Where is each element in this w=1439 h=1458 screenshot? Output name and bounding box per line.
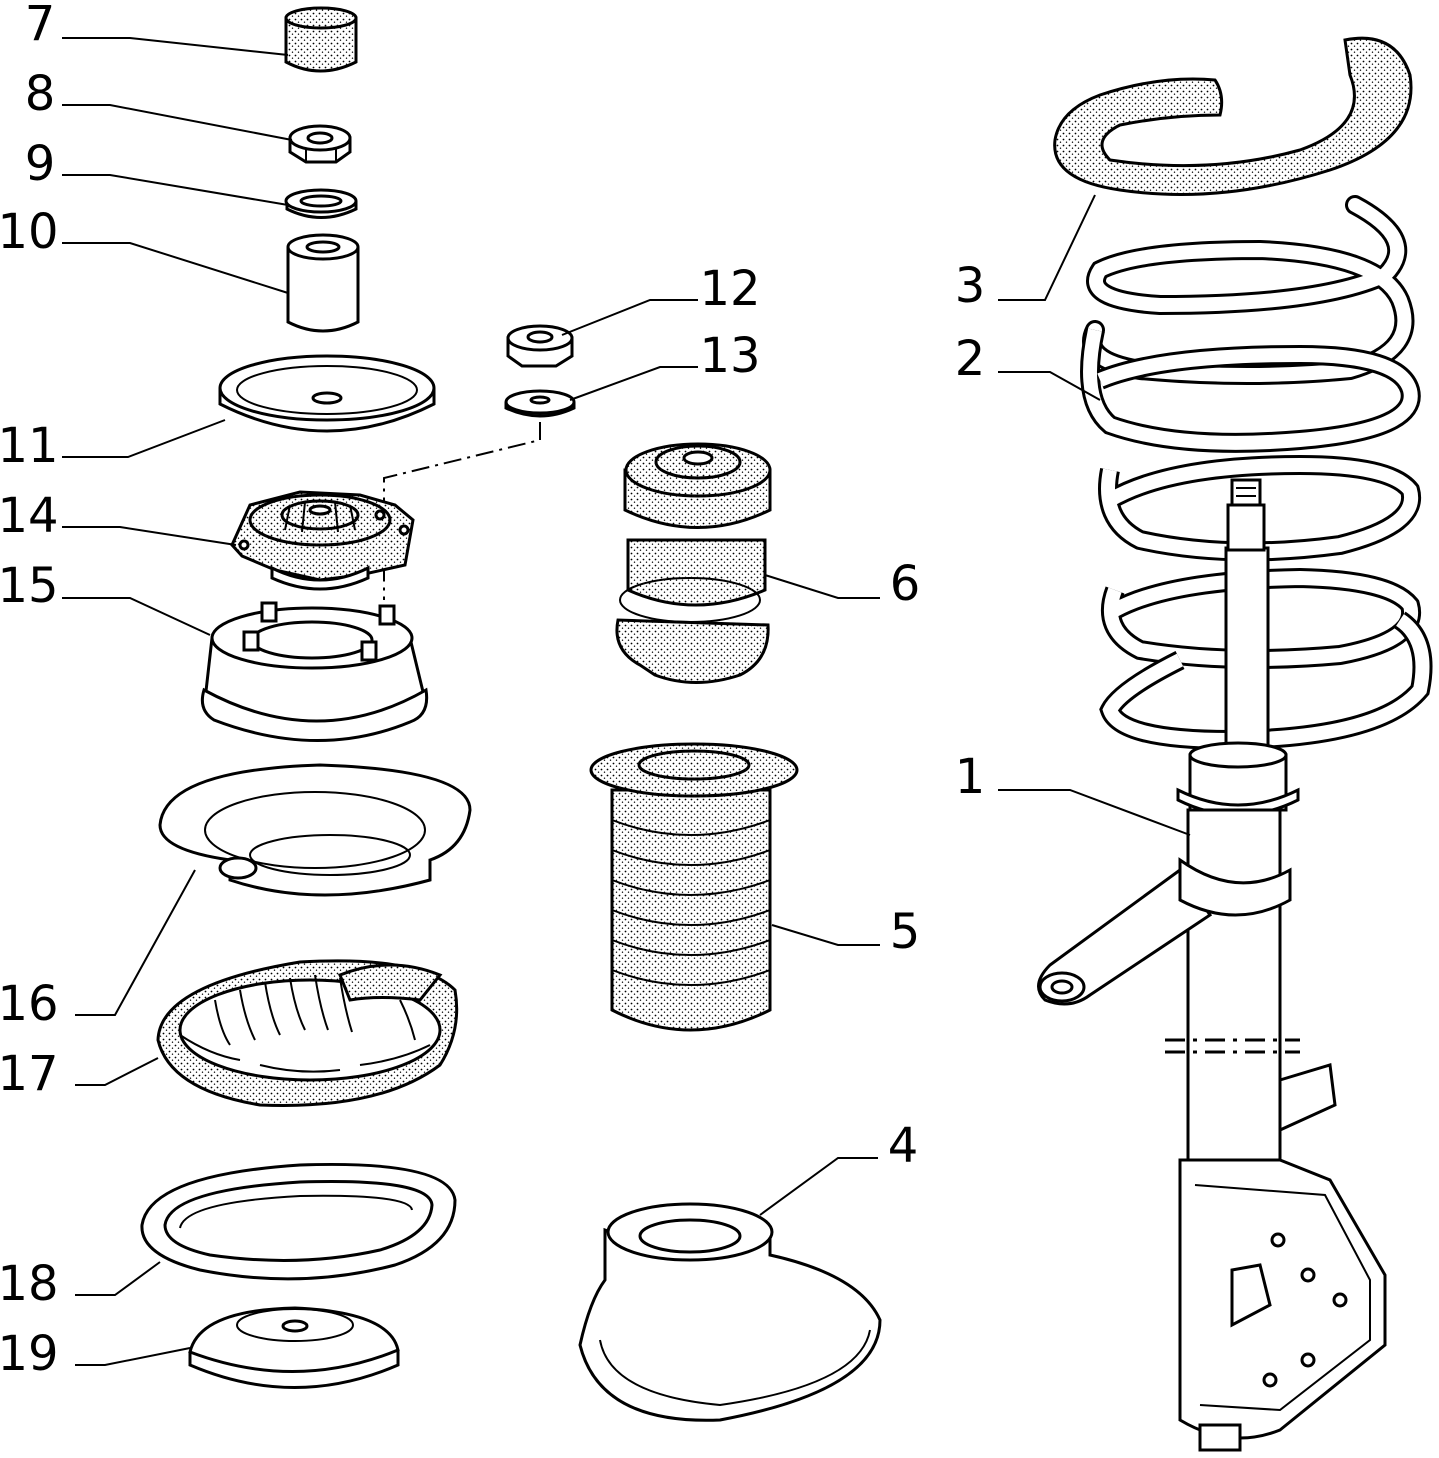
part-rubber-cap	[284, 6, 358, 73]
part-top-mount	[230, 490, 415, 591]
leader-lines	[62, 37, 1191, 1366]
callout-11: 11	[0, 418, 59, 474]
part-rubber-isolator	[156, 959, 459, 1107]
part-upper-plate	[218, 354, 436, 433]
callout-2: 2	[955, 331, 986, 387]
part-small-nut	[506, 324, 574, 368]
callout-4: 4	[888, 1118, 919, 1174]
part-washer	[284, 188, 358, 219]
part-bump-stop	[615, 442, 772, 684]
callout-3: 3	[955, 258, 986, 314]
callout-15: 15	[0, 558, 59, 614]
callout-14: 14	[0, 488, 59, 544]
part-lower-seat-disc	[188, 1306, 400, 1389]
part-mount-housing	[200, 601, 429, 742]
callout-16: 16	[0, 976, 59, 1032]
part-spacer-bushing	[286, 233, 360, 333]
callout-7: 7	[25, 0, 56, 52]
callout-6: 6	[890, 556, 921, 612]
part-small-washer	[504, 389, 576, 418]
part-nut-top	[288, 124, 352, 164]
callout-9: 9	[25, 136, 56, 192]
callout-8: 8	[25, 66, 56, 122]
part-spring-seat	[158, 763, 472, 897]
callout-18: 18	[0, 1256, 59, 1312]
callout-labels: 7 8 9 10 11 14 15 16 17 18 19 12 13 6 5 …	[0, 0, 985, 1382]
part-lower-cone	[578, 1202, 882, 1422]
callout-12: 12	[699, 261, 760, 317]
part-spring-pad	[1053, 36, 1413, 196]
callout-19: 19	[0, 1326, 59, 1382]
callout-17: 17	[0, 1046, 59, 1102]
callout-10: 10	[0, 204, 59, 260]
centerline-13-14	[383, 422, 541, 600]
part-gasket-ring	[140, 1162, 457, 1281]
callout-13: 13	[699, 328, 760, 384]
part-dust-boot	[589, 742, 799, 1032]
callout-5: 5	[890, 904, 921, 960]
part-strut-assembly	[1037, 478, 1387, 1452]
callout-1: 1	[955, 749, 986, 805]
